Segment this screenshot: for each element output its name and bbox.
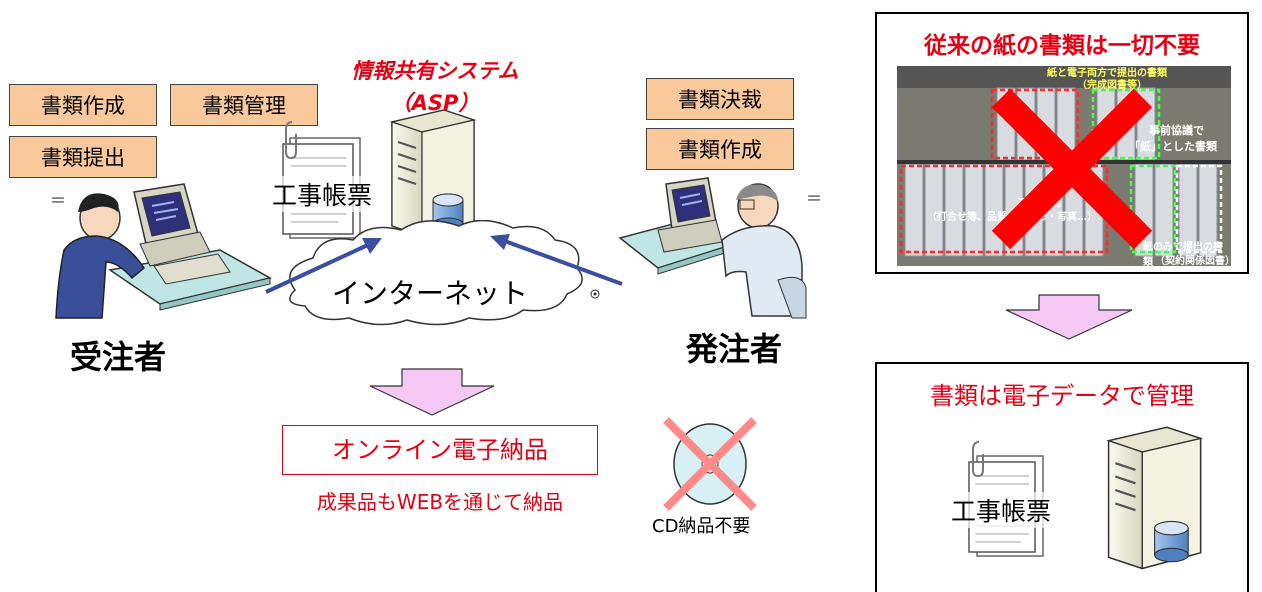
svg-text:＝: ＝	[50, 191, 66, 210]
task-manage: 書類管理	[170, 84, 318, 126]
electronic-panel: 書類は電子データで管理 工事帳票	[875, 362, 1249, 592]
photo-note-top: 紙と電子両方で提出の書類	[1047, 68, 1167, 79]
upload-arrow-left	[265, 238, 382, 294]
photo-note-mid1: 事前協議で	[1149, 124, 1204, 137]
cd-crossed-icon	[663, 417, 757, 511]
task-submit: 書類提出	[9, 136, 157, 178]
photo-note-mid2: 「紙」とした書類	[1129, 140, 1217, 153]
task-create-right: 書類作成	[646, 128, 794, 170]
down-arrow-right	[1005, 294, 1133, 340]
electronic-server-icon	[1106, 426, 1203, 570]
internet-label: インターネット	[331, 277, 528, 310]
photo-note-bottom2: （契約関係図書）	[1155, 256, 1231, 266]
contractor-label: 受注者	[70, 338, 167, 376]
electronic-document-label: 工事帳票	[933, 492, 1069, 528]
document-label: 工事帳票	[257, 176, 387, 212]
paper-panel-title: 従来の紙の書類は一切不要	[924, 33, 1200, 59]
paper-panel: 従来の紙の書類は一切不要	[875, 12, 1249, 274]
system-subtitle: （ASP）	[390, 91, 480, 115]
down-arrow-left	[369, 368, 495, 416]
server-icon	[389, 109, 477, 237]
big-red-x-icon	[991, 88, 1153, 250]
task-create-left: 書類作成	[9, 84, 157, 126]
online-delivery-caption: 成果品もWEBを通じて納品	[316, 490, 564, 514]
client-illustration: ＝	[618, 177, 822, 319]
task-approve: 書類決裁	[646, 78, 794, 120]
system-title: 情報共有システム	[351, 59, 519, 83]
contractor-illustration: ＝	[50, 183, 273, 319]
upload-arrow-right	[490, 234, 623, 286]
photo-note-bottom1: 紙のみで提出の書類	[1143, 242, 1223, 266]
photo-note-top-sub: （完成図書等）	[1077, 80, 1147, 91]
cd-label: CD納品不要	[652, 516, 751, 537]
svg-text:＝: ＝	[806, 189, 822, 208]
online-delivery-box: オンライン電子納品	[282, 425, 598, 475]
electronic-panel-title: 書類は電子データで管理	[930, 382, 1194, 410]
client-label: 発注者	[686, 330, 783, 368]
